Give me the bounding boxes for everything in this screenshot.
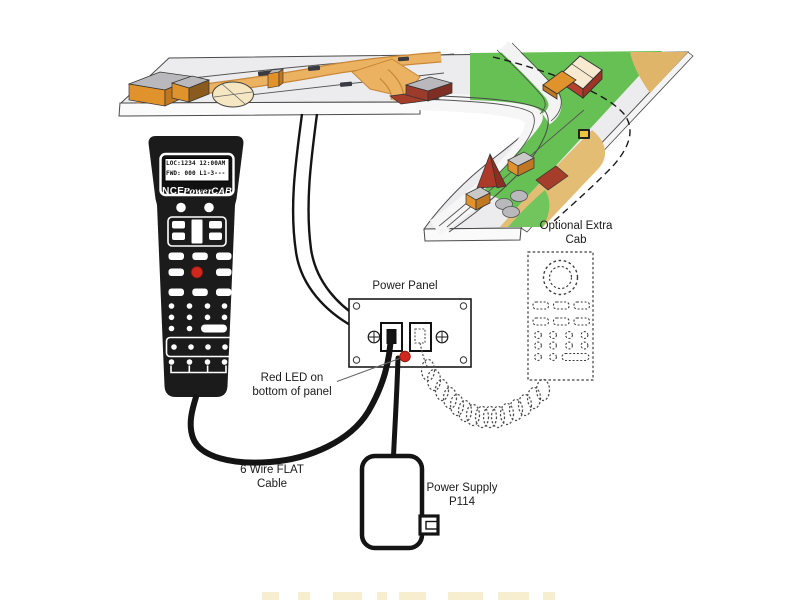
sand-corner xyxy=(630,52,688,93)
power-panel-label: Power Panel xyxy=(372,280,438,292)
speed-knob-icon xyxy=(542,259,579,296)
nce-powercab-logo: NCEPowerCAB xyxy=(160,181,234,199)
six-wire-flat-cable xyxy=(187,331,394,466)
lower-key-dots xyxy=(168,344,228,365)
logo-cab: CAB xyxy=(211,186,232,197)
power-supply xyxy=(359,453,440,551)
optional-extra-cab xyxy=(527,251,594,381)
trackside-structures xyxy=(465,151,569,211)
red-led-label-line2: bottom of panel xyxy=(252,386,332,398)
extra-cab-label-line1: Optional Extra xyxy=(539,220,613,232)
coiled-cab-cable xyxy=(420,358,551,429)
speaker-dot xyxy=(204,202,214,213)
direction-key-group xyxy=(167,216,227,247)
board-front-face xyxy=(118,101,421,117)
layout-board xyxy=(118,41,694,242)
red-led-label: Red LED on bottom of panel xyxy=(232,371,352,399)
turntable xyxy=(212,81,254,108)
flat-cable-label-line2: Cable xyxy=(256,478,288,490)
emergency-stop-button xyxy=(190,266,203,279)
orange-barn xyxy=(542,70,577,100)
plug-prong xyxy=(418,514,440,536)
cab-jack-right xyxy=(409,322,432,352)
flat-cable-label: 6 Wire FLAT Cable xyxy=(213,463,331,491)
bottom-bracket-keys xyxy=(170,365,227,374)
extra-cab-label-line2: Cab xyxy=(565,234,587,246)
power-supply-cable xyxy=(391,355,401,459)
logo-nce: NCE xyxy=(162,186,185,197)
industrial-buildings xyxy=(127,71,211,107)
board-tip-face xyxy=(423,227,522,242)
lcd-line-2: FWD: 000 L1-3--- xyxy=(166,170,226,177)
red-led-pointer-line xyxy=(336,358,400,382)
lower-key-group xyxy=(165,336,234,358)
roadbed-band xyxy=(415,92,543,236)
branch-road-edge xyxy=(496,49,546,115)
screw-terminal-icon xyxy=(367,330,449,344)
cutoff-caption-fragment xyxy=(262,592,555,600)
power-supply-label-line2: P114 xyxy=(448,496,475,508)
roadbed-outer-edge xyxy=(411,94,549,233)
function-keys xyxy=(168,252,232,296)
flat-cable-label-line1: 6 Wire FLAT xyxy=(240,464,304,476)
storage-tanks xyxy=(495,190,528,218)
water-tower xyxy=(267,68,285,89)
lcd-line-1: LOC:1234 12:00AM xyxy=(166,160,226,167)
power-supply-body xyxy=(359,453,425,551)
speed-knob-inner xyxy=(548,265,573,290)
extra-cab-buttons xyxy=(532,301,591,362)
track-feeder-wires xyxy=(291,113,360,328)
grass-tip xyxy=(508,190,550,227)
lcd-screen xyxy=(164,158,230,182)
powercab-throttle xyxy=(148,136,244,397)
power-supply-label-line1: Power Supply xyxy=(426,482,498,494)
depot-buildings xyxy=(389,76,454,105)
corner-screw-icon xyxy=(352,302,468,364)
red-led-indicator xyxy=(399,350,411,363)
keypad-dots xyxy=(168,303,228,333)
logo-power: Power xyxy=(183,187,213,197)
direction-keys xyxy=(172,219,222,244)
right-jack-tail xyxy=(419,342,428,367)
extra-cab-outline xyxy=(527,251,594,381)
vehicle xyxy=(578,129,590,139)
red-led-label-line1: Red LED on xyxy=(260,372,324,384)
plug-prong-inner xyxy=(425,520,439,530)
extra-cab-label: Optional Extra Cab xyxy=(516,219,636,247)
power-supply-label: Power Supply P114 xyxy=(402,481,522,509)
speaker-dot xyxy=(176,202,186,213)
power-panel xyxy=(348,298,472,368)
